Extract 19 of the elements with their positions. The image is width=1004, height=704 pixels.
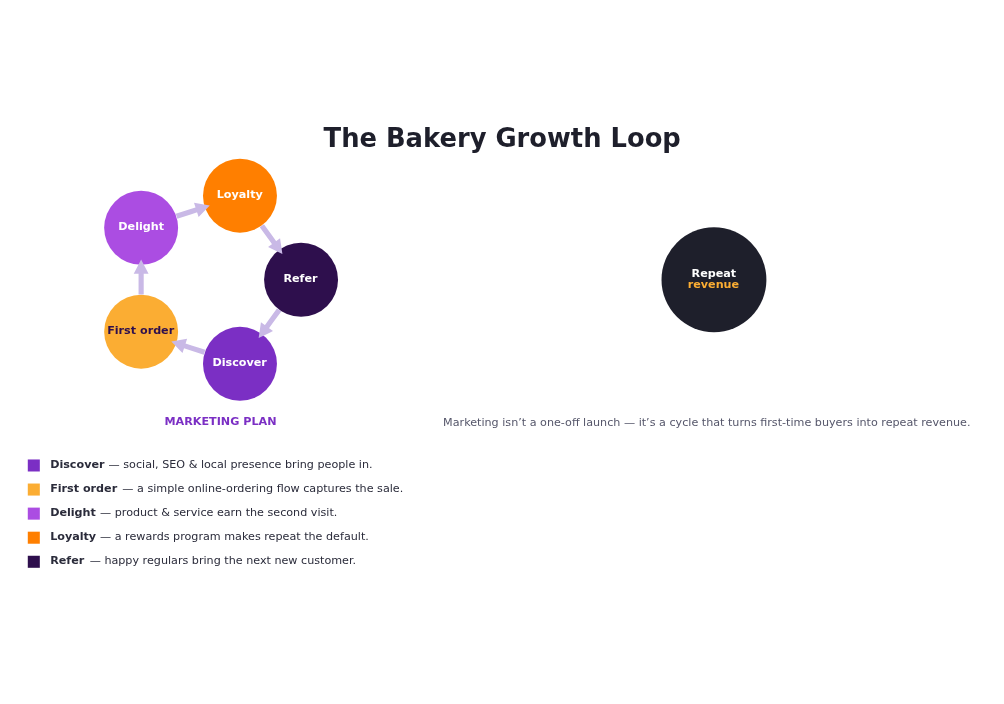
diagram-title: The Bakery Growth Loop [323, 122, 681, 153]
legend-label: Refer — happy regulars bring the next new customer. [50, 553, 357, 567]
legend-label: Discover — social, SEO & local presence bring people in. [50, 457, 373, 471]
label: MARKETING PLAN [164, 414, 277, 428]
arrow [171, 338, 206, 355]
node-circle: Discover [203, 326, 277, 401]
node-circle: Repeat revenue [661, 226, 767, 332]
node-circle: Loyalty [203, 158, 277, 233]
node-circle: First order [104, 294, 179, 369]
label: Marketing isn’t a one-off launch — it’s a cycle that turns first-time buyers into repeat revenue. [443, 415, 971, 429]
arrow [133, 259, 149, 294]
node-circle: Delight [104, 190, 179, 265]
arrow [258, 307, 282, 338]
arrow [259, 223, 283, 254]
legend-label: Delight — product & service earn the second visit. [50, 505, 338, 519]
node-circle: Refer [264, 242, 339, 317]
legend-label: Loyalty — a rewards program makes repeat the default. [50, 529, 369, 543]
arrow [175, 202, 210, 219]
legend-label: First order — a simple online-ordering flow captures the sale. [50, 481, 404, 495]
